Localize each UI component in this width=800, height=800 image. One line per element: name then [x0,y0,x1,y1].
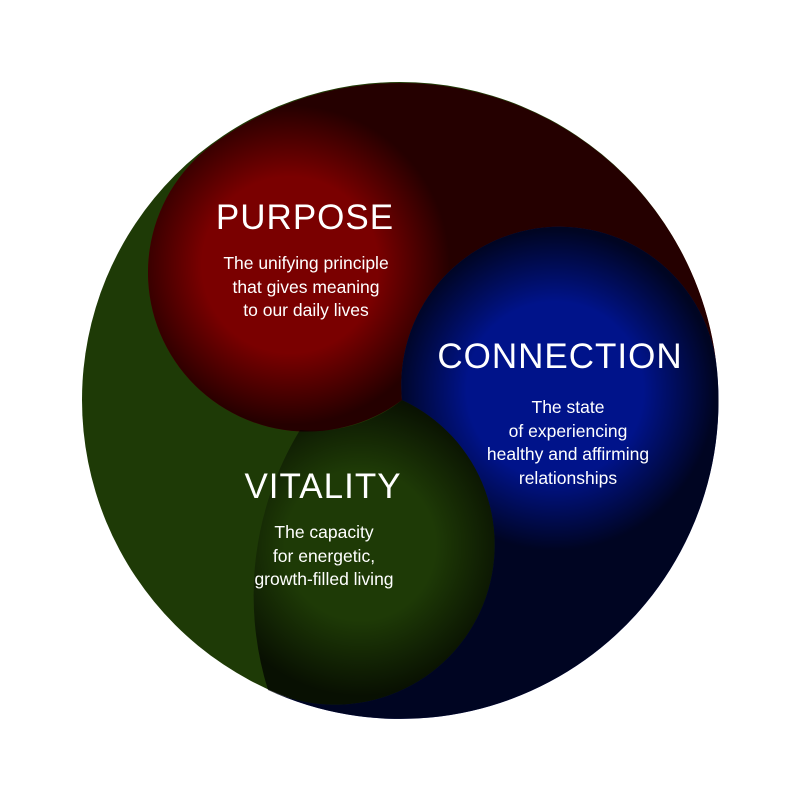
vitality-title: VITALITY [244,467,402,506]
purpose-shading [147,83,718,432]
connection-line: The state [531,397,605,417]
connection-title: CONNECTION [437,337,683,376]
connection-description: The state of experiencing healthy and af… [487,396,649,490]
connection-line: healthy and affirming [486,444,650,464]
vitality-line: growth-filled living [254,569,394,589]
purpose-title: PURPOSE [215,198,395,237]
vitality-shading [253,400,495,705]
connection-shading [268,226,719,719]
purpose-description: The unifying principle that gives meanin… [223,252,388,323]
connection-line: relationships [518,467,618,488]
vitality-line: The capacity [274,522,374,542]
vitality-line: for energetic, [272,545,376,566]
purpose-line: to our daily lives [243,300,369,320]
connection-line: of experiencing [508,420,628,441]
purpose-line: The unifying principle [223,253,389,273]
purpose-line: that gives meaning [232,276,380,297]
vitality-description: The capacity for energetic, growth-fille… [254,521,393,592]
